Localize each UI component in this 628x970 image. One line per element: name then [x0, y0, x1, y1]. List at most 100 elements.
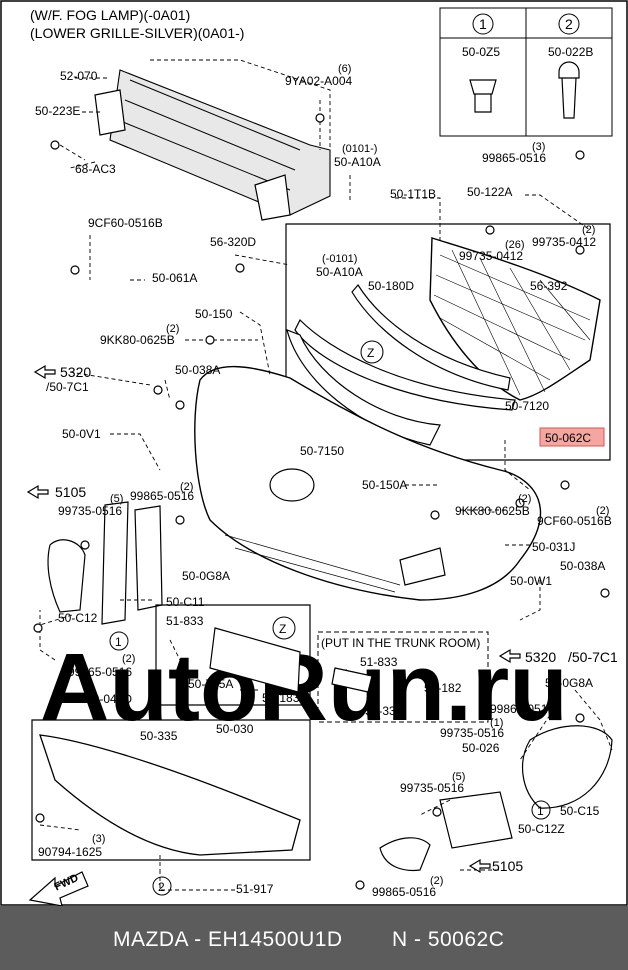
label-50-335-a: 50-335 [365, 704, 403, 718]
clip-50-022b-icon [558, 61, 580, 119]
grille-chrome-moulding [294, 318, 516, 411]
plate-bracket-frame [155, 604, 311, 706]
label-50-c12: 50-C12 [58, 611, 98, 625]
tow-hook-cover [331, 667, 373, 693]
label-50-7c1-b: /50-7C1 [568, 649, 618, 665]
label-51-833-b: 51-833 [360, 655, 398, 669]
fastener-legend: 1 2 50-0Z5 50-022B [439, 7, 613, 137]
label-50-040d: 50-040D [86, 692, 132, 706]
label-52-070: 52-070 [60, 69, 98, 83]
label-0101a: (0101-) [342, 143, 377, 155]
label-circle-1a: 1 [115, 635, 122, 649]
label-90794: 90794-1625 [38, 845, 102, 859]
callout-circle-1a [109, 631, 129, 651]
legend-circle-2-num: 2 [565, 16, 573, 32]
front-bumper-fascia [194, 365, 542, 601]
label-50-7150: 50-7150 [300, 444, 344, 458]
label-50-0g8a-a: 50-0G8A [182, 569, 230, 583]
footer-bar: MAZDA - EH14500U1D N - 50062C [0, 906, 628, 970]
side-bracket-inner [134, 505, 163, 611]
label-50-795a: 50-795A [188, 677, 233, 691]
label-99735-c: 99735-0516 [58, 504, 122, 518]
label-50-7c1-a: /50-7C1 [46, 380, 89, 394]
label-q6a: (6) [338, 63, 351, 75]
legend-circle-1-num: 1 [479, 16, 487, 32]
label-50-122a: 50-122A [467, 185, 512, 199]
label-trunk-room: (PUT IN THE TRUNK ROOM) [321, 636, 480, 650]
label-50-c12z: 50-C12Z [518, 822, 565, 836]
radiator-grille [429, 237, 601, 401]
diagram-canvas: (W/F. FOG LAMP)(-0A01) (LOWER GRILLE-SIL… [0, 0, 628, 907]
label-99735-b: 99735-0412 [532, 235, 596, 249]
grille-upper-moulding [351, 283, 511, 391]
label-56-392: 56-392 [530, 279, 568, 293]
label-50-062c: 50-062C [545, 431, 591, 445]
label-q5a: (5) [110, 493, 123, 505]
label-99735-e: 99735-0516 [400, 781, 464, 795]
label-99735-d: 99735-0516 [440, 726, 504, 740]
watermark: AutoRun.ru [40, 634, 568, 741]
label-99735-a: 99735-0412 [459, 249, 523, 263]
label-q26: (26) [505, 239, 525, 251]
fog-lamp-cover [439, 791, 513, 849]
footer-ref-part: N - 50062C [392, 928, 505, 951]
label-9kk80-a: 9KK80-0625B [100, 333, 175, 347]
label-99865-c: 99865-0516 [68, 665, 132, 679]
label-50-026: 50-026 [462, 741, 500, 755]
label-50-150: 50-150 [195, 307, 233, 321]
label-q2g: (2) [430, 875, 443, 887]
callout-circle-z1 [360, 340, 384, 364]
label-9cf60-a: 9CF60-0516B [88, 216, 163, 230]
label-50-a10a-b: 50-A10A [316, 265, 363, 279]
legend-part-2: 50-022B [548, 45, 593, 59]
highlight-50-062c [539, 427, 605, 447]
label-50-1t1b: 50-1T1B [390, 187, 436, 201]
label-50-031j: 50-031J [532, 540, 575, 554]
callout-circle-1b [531, 800, 551, 820]
label-9kk80-b: 9KK80-0625B [455, 504, 530, 518]
label-5105-b: 5105 [492, 858, 523, 874]
label-56-320d: 56-320D [210, 235, 256, 249]
trunk-room-box [317, 631, 489, 723]
label-50-183: 50-183 [262, 691, 300, 705]
label-50-180d: 50-180D [368, 279, 414, 293]
label-q3b: (3) [92, 833, 105, 845]
ref-arrow-5320-b [498, 648, 521, 664]
clip-50-0z5-icon [469, 79, 497, 113]
label-99865-b: 99865-0516 [130, 489, 194, 503]
label-50-0g8a-b: 50-0G8A [545, 676, 593, 690]
label-51-833-a: 51-833 [166, 614, 204, 628]
label-circle-z1: Z [367, 346, 374, 360]
label-50-038a-b: 50-038A [560, 559, 605, 573]
leader-lines [39, 59, 613, 891]
label-99865-d: 99865-0516 [490, 702, 554, 716]
label-0101b: (-0101) [322, 253, 357, 265]
label-50-c11: 50-C11 [166, 595, 205, 609]
label-99865-a: 99865-0516 [482, 151, 546, 165]
label-50-150a: 50-150A [362, 478, 407, 492]
label-50-0w1: 50-0W1 [510, 574, 552, 588]
legend-part-1: 50-0Z5 [462, 45, 500, 59]
label-circle-2: 2 [158, 880, 165, 894]
label-50-061a: 50-061A [152, 271, 197, 285]
label-q5b: (5) [452, 771, 465, 783]
license-plate-bracket [209, 627, 301, 693]
label-50-a10a-a: 50-A10A [334, 155, 381, 169]
ref-arrow-5105-a [26, 484, 49, 500]
label-5320-b: 5320 [525, 649, 556, 665]
fog-lamp-trim [379, 837, 431, 872]
fasteners [33, 113, 610, 890]
legend-circle-2 [558, 13, 580, 35]
under-cover-frame [31, 719, 311, 861]
label-50-7120: 50-7120 [505, 399, 549, 413]
label-q2b: (2) [166, 323, 179, 335]
label-50-182: 50-182 [424, 681, 462, 695]
forward-arrow-icon [28, 871, 89, 907]
header-line2: (LOWER GRILLE-SILVER)(0A01-) [30, 25, 244, 41]
legend-circle-1 [472, 13, 494, 35]
footer-brand-part: MAZDA - EH14500U1D [113, 928, 343, 951]
label-q2e: (2) [596, 505, 609, 517]
label-q2f: (2) [122, 653, 135, 665]
label-5320-a: 5320 [60, 364, 91, 380]
